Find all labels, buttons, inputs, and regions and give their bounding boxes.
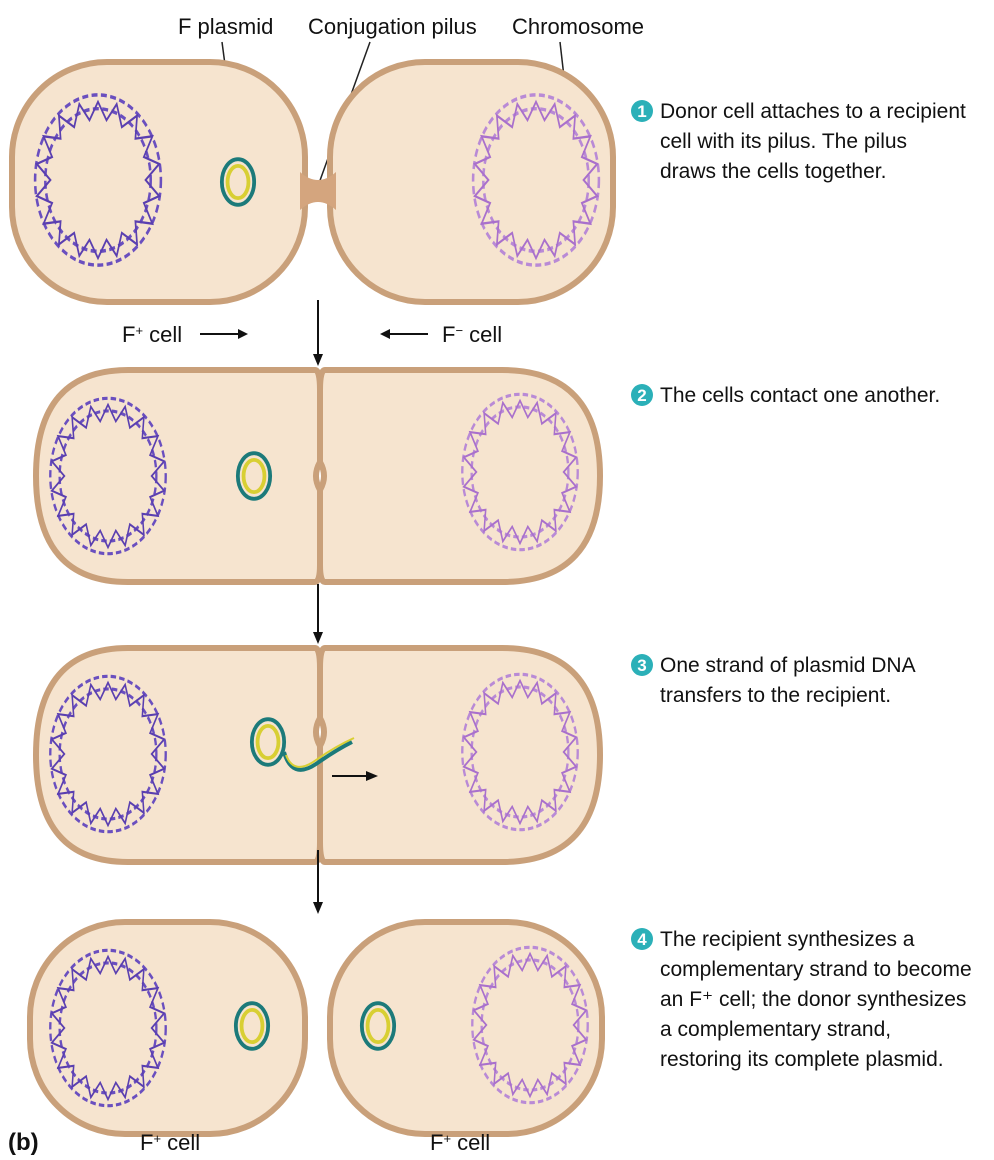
step-text-line: The recipient synthesizes a [660, 928, 915, 951]
conjugation-pilus [300, 172, 336, 210]
arrowhead-icon [380, 329, 390, 339]
stage-2 [36, 370, 600, 582]
step-1: 1 Donor cell attaches to a recipient cell … [631, 100, 966, 183]
step-text-line: One strand of plasmid DNA [660, 654, 916, 677]
step-text-line: The cells contact one another. [660, 384, 940, 407]
stage-3 [36, 648, 600, 862]
step-text-line: an F⁺ cell; the donor synthesizes [660, 988, 966, 1011]
step-text-line: a complementary strand, [660, 1018, 891, 1041]
step-4: 4 The recipient synthesizes a complementar… [631, 928, 972, 1071]
step-text-line: complementary strand to become [660, 958, 972, 981]
pilus-label: Conjugation pilus [308, 14, 477, 39]
f-plus-cell-label: F+ cell [122, 322, 182, 347]
panel-label: (b) [8, 1129, 39, 1156]
stage-4 [30, 922, 602, 1134]
f-plasmid-label: F plasmid [178, 14, 273, 39]
step-descriptions: 1 Donor cell attaches to a recipient cell … [631, 100, 972, 1071]
arrowhead-icon [238, 329, 248, 339]
donor-cell [36, 648, 320, 862]
f-plus-cell-label: F+ cell [430, 1130, 490, 1155]
step-3: 3 One strand of plasmid DNA transfers to t… [631, 654, 916, 707]
f-plus-cell-label: F+ cell [140, 1130, 200, 1155]
donor-cell [36, 370, 320, 582]
down-arrow-icon [313, 300, 323, 366]
stage-1 [12, 62, 613, 302]
recipient-cell [320, 370, 600, 582]
recipient-cell [330, 922, 602, 1134]
step-text-line: Donor cell attaches to a recipient [660, 100, 966, 123]
step-number: 4 [637, 930, 647, 949]
step-text-line: cell with its pilus. The pilus [660, 130, 907, 153]
recipient-cell [320, 648, 600, 862]
step-2: 2 The cells contact one another. [631, 384, 940, 407]
step-number: 1 [637, 102, 646, 121]
step-text-line: draws the cells together. [660, 160, 886, 183]
chromosome-label: Chromosome [512, 14, 644, 39]
donor-cell [12, 62, 305, 302]
down-arrow-icon [313, 584, 323, 644]
recipient-cell [330, 62, 613, 302]
f-minus-cell-label: F− cell [442, 322, 502, 347]
step-text-line: restoring its complete plasmid. [660, 1048, 944, 1071]
step-number: 3 [637, 656, 646, 675]
step-text-line: transfers to the recipient. [660, 684, 891, 707]
step-number: 2 [637, 386, 646, 405]
